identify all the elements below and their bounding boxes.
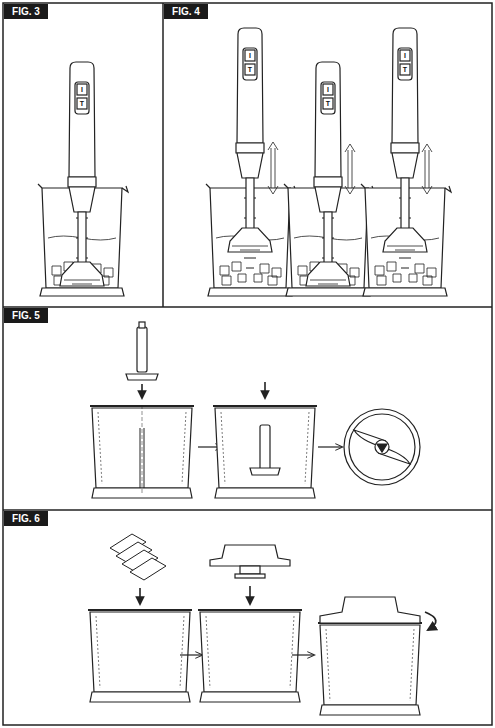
figure-tab: FIG. 5: [4, 308, 48, 323]
button-symbol: T: [77, 98, 87, 109]
button-symbol: T: [245, 64, 255, 75]
button-symbol: T: [400, 64, 410, 75]
figure-tab: FIG. 6: [4, 511, 48, 526]
button-symbol: I: [245, 50, 255, 61]
button-symbol: I: [400, 50, 410, 61]
button-symbol: I: [77, 84, 87, 95]
button-symbol: I: [323, 84, 333, 95]
figure-tab: FIG. 4: [164, 4, 208, 19]
figure-tab: FIG. 3: [4, 4, 48, 19]
button-symbol: T: [323, 98, 333, 109]
